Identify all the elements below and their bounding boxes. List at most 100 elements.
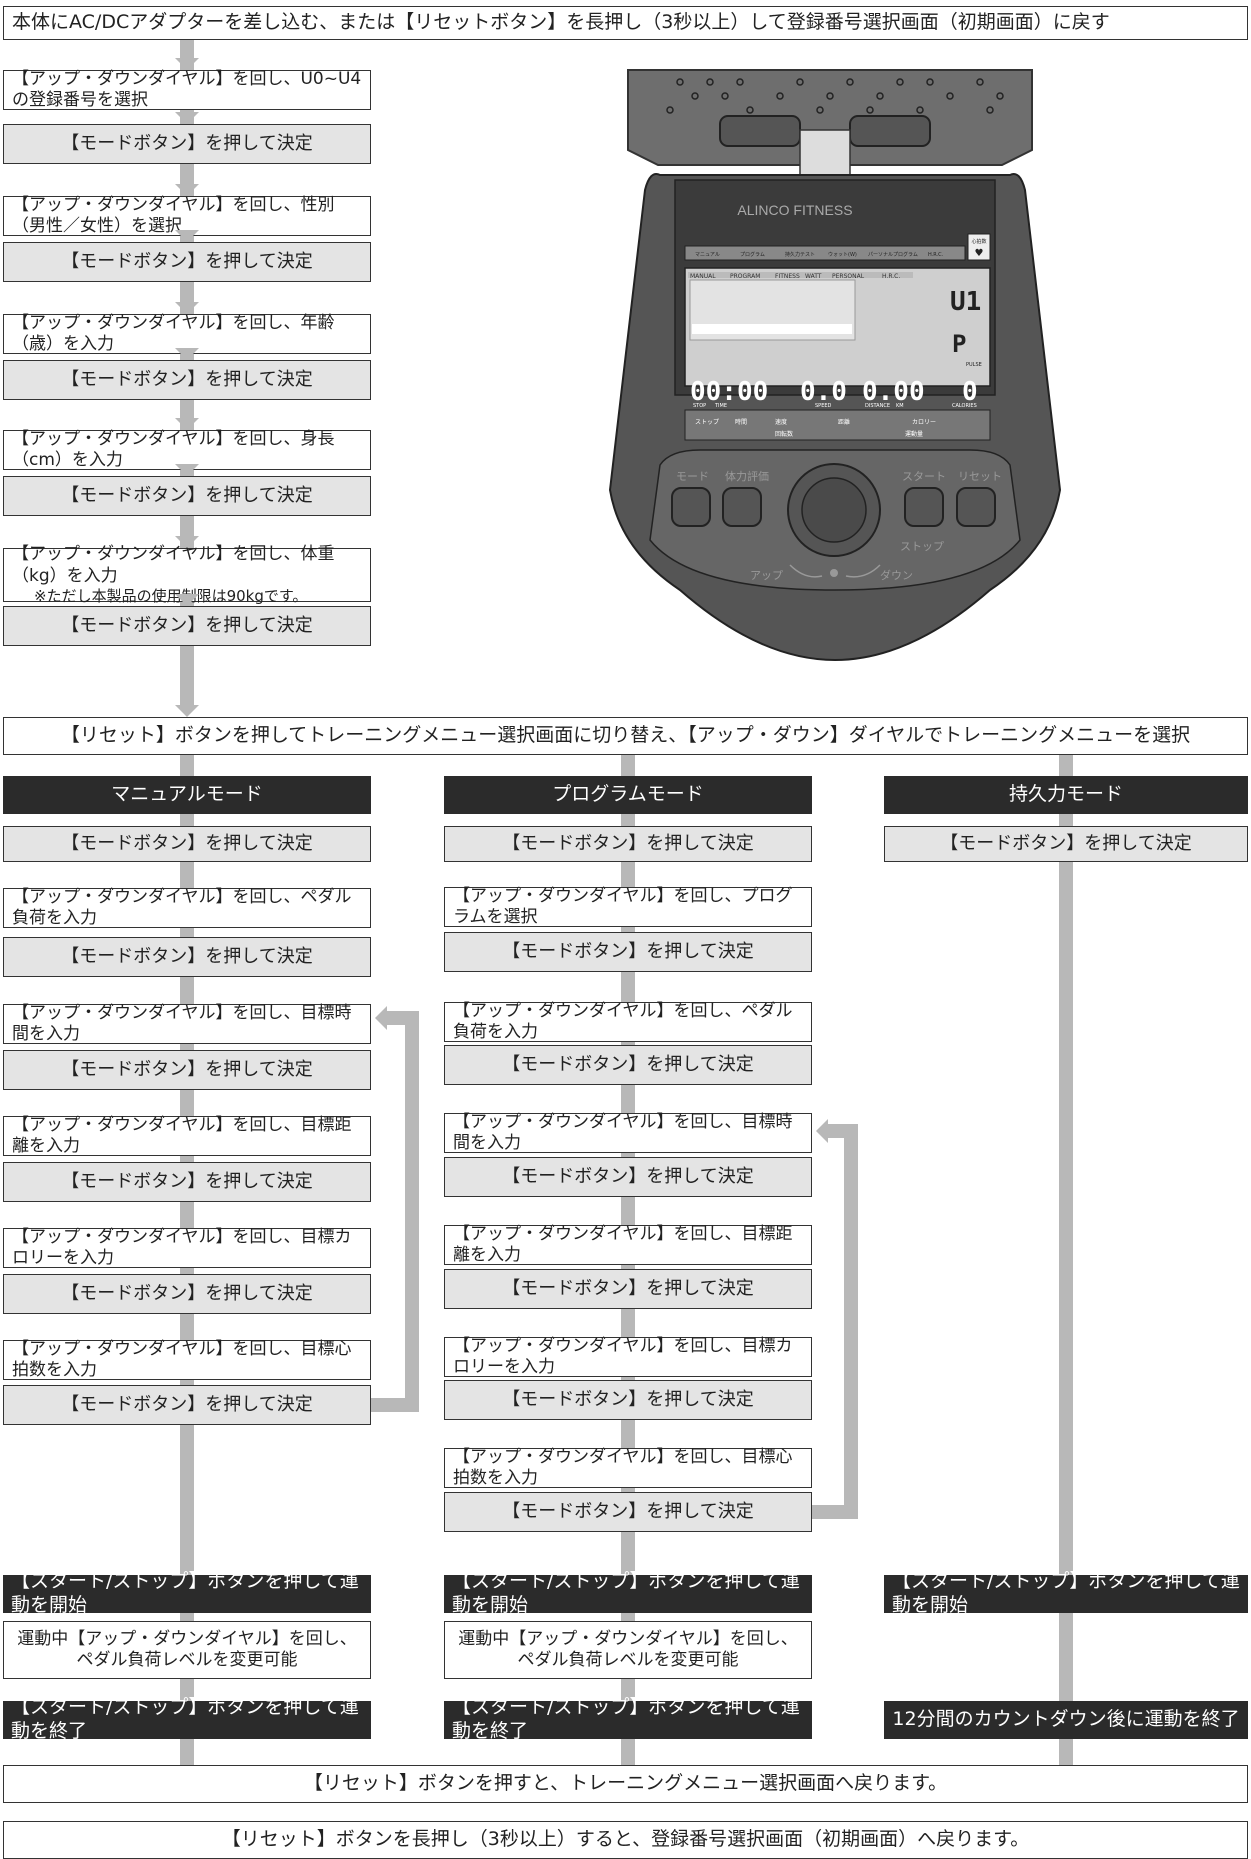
lcd-calories-display: 0 [962, 377, 978, 407]
setup-step: 【アップ・ダウンダイヤル】を回し、体重（kg）を入力 ※ただし本製品の使用制限は… [3, 544, 371, 605]
end-text: 【スタート/ストップ】ボタンを押して運動を終了 [11, 1696, 359, 1742]
setup-step: 【モードボタン】を押して決定 [3, 476, 371, 516]
lcd-mode-header: PERSONAL [832, 273, 865, 280]
mode-step-text: 【アップ・ダウンダイヤル】を回し、目標心拍数を入力 [12, 1338, 352, 1380]
arrow-head [175, 58, 199, 70]
mode-step: 【アップ・ダウンダイヤル】を回し、目標カロリーを入力 [444, 1336, 812, 1377]
mode-step: 【モードボタン】を押して決定 [3, 826, 371, 862]
mode-step-text: 【アップ・ダウンダイヤル】を回し、目標時間を入力 [12, 1002, 352, 1044]
loop-connector [844, 1124, 858, 1519]
setup-step: 【モードボタン】を押して決定 [3, 242, 371, 282]
heart-icon-box [967, 233, 991, 261]
mode-step: 【モードボタン】を押して決定 [3, 1162, 371, 1202]
mode-step: 【アップ・ダウンダイヤル】を回し、目標心拍数を入力 [3, 1338, 371, 1380]
end-text: 12分間のカウントダウン後に運動を終了 [892, 1708, 1240, 1731]
mode-step-text: 【モードボタン】を押して決定 [61, 1282, 313, 1304]
lcd-mode-header: FITNESS [775, 273, 800, 280]
setup-step: 【モードボタン】を押して決定 [3, 360, 371, 400]
arrow-head [175, 536, 199, 548]
mode-step-text: 【モードボタン】を押して決定 [940, 832, 1192, 854]
program-tab-label: マニュアル [695, 252, 720, 258]
arrow-head [175, 705, 199, 717]
mode-step: 【モードボタン】を押して決定 [444, 1380, 812, 1420]
menu-select-text: 【リセット】ボタンを押してトレーニングメニュー選択画面に切り替え、【アップ・ダウ… [60, 724, 1191, 747]
lcd-field-label: DISTANCE [865, 403, 890, 409]
console-illustration: ALINCO FITNESS マニュアルプログラム持久力テストウォット(W)パー… [608, 69, 1062, 662]
mode-step-text: 【モードボタン】を押して決定 [61, 945, 313, 967]
mode-step: 【アップ・ダウンダイヤル】を回し、目標カロリーを入力 [3, 1226, 371, 1268]
mode-step-text: 【アップ・ダウンダイヤル】を回し、ペダル負荷を入力 [453, 1000, 793, 1042]
mode-button[interactable] [671, 487, 711, 527]
program-tab-label: ウォット(W) [828, 251, 857, 258]
mode-step: 【モードボタン】を押して決定 [3, 937, 371, 977]
start-box: 【スタート/ストップ】ボタンを押して運動を開始 [3, 1570, 371, 1616]
setup-step-text: 【アップ・ダウンダイヤル】を回し、性別（男性／女性）を選択 [12, 194, 335, 236]
legend-label: 運動量 [905, 430, 923, 438]
lcd-field-label: TIME [714, 403, 727, 409]
lcd-time-display: 00:00 [690, 377, 768, 407]
bottom-reset-text: 【リセット】ボタンを押すと、トレーニングメニュー選択画面へ戻ります。 [303, 1772, 948, 1795]
top-instruction-box: 本体にAC/DCアダプターを差し込む、または【リセットボタン】を長押し（3秒以上… [3, 6, 1248, 40]
fitness-test-button[interactable] [722, 487, 762, 527]
setup-step-text: 【モードボタン】を押して決定 [61, 132, 313, 154]
mode-step-text: 【モードボタン】を押して決定 [61, 1170, 313, 1192]
mode-step-text: 【アップ・ダウンダイヤル】を回し、ペダル負荷を入力 [12, 886, 352, 928]
start-text: 【スタート/ストップ】ボタンを押して運動を開始 [892, 1570, 1240, 1616]
during-box: 運動中【アップ・ダウンダイヤル】を回し、ペダル負荷レベルを変更可能 [3, 1621, 371, 1679]
column-connector [1059, 755, 1073, 1765]
lcd-pulse-display: P [952, 330, 966, 358]
setup-step: 【モードボタン】を押して決定 [3, 606, 371, 646]
mode-step-text: 【モードボタン】を押して決定 [502, 1165, 754, 1187]
mode-step: 【アップ・ダウンダイヤル】を回し、目標時間を入力 [3, 1002, 371, 1044]
lcd-header-bar [688, 272, 913, 278]
mode-step: 【モードボタン】を押して決定 [444, 1492, 812, 1532]
end-text: 【スタート/ストップ】ボタンを押して運動を終了 [452, 1696, 800, 1742]
mode-step: 【アップ・ダウンダイヤル】を回し、ペダル負荷を入力 [3, 886, 371, 928]
end-box: 【スタート/ストップ】ボタンを押して運動を終了 [444, 1696, 812, 1742]
program-tab-label: プログラム [740, 251, 765, 258]
mode-step: 【アップ・ダウンダイヤル】を回し、目標心拍数を入力 [444, 1447, 812, 1488]
bottom-long-reset-box: 【リセット】ボタンを長押し（3秒以上）すると、登録番号選択画面（初期画面）へ戻り… [3, 1821, 1248, 1859]
lcd-mode-header: MANUAL [690, 273, 716, 280]
setup-step-text: 【モードボタン】を押して決定 [61, 250, 313, 272]
mode-step: 【アップ・ダウンダイヤル】を回し、ペダル負荷を入力 [444, 1000, 812, 1042]
end-box: 12分間のカウントダウン後に運動を終了 [884, 1701, 1248, 1739]
setup-step-text: 【アップ・ダウンダイヤル】を回し、U0~U4の登録番号を選択 [12, 68, 362, 110]
heart-label: 心拍数 [971, 238, 986, 245]
setup-step: 【モードボタン】を押して決定 [3, 124, 371, 164]
mode-header-text: 持久力モード [1008, 783, 1123, 806]
bottom-long-reset-text: 【リセット】ボタンを長押し（3秒以上）すると、登録番号選択画面（初期画面）へ戻り… [221, 1828, 1030, 1851]
mode-step-text: 【アップ・ダウンダイヤル】を回し、目標時間を入力 [453, 1111, 793, 1153]
lcd-user-display: U1 [950, 287, 981, 317]
legend-label: 回転数 [775, 430, 793, 438]
mode-step-text: 【アップ・ダウンダイヤル】を回し、目標距離を入力 [12, 1114, 352, 1156]
mode-step-text: 【モードボタン】を押して決定 [502, 1277, 754, 1299]
during-text-line2: ペダル負荷レベルを変更可能 [517, 1650, 739, 1670]
top-instruction-text: 本体にAC/DCアダプターを差し込む、または【リセットボタン】を長押し（3秒以上… [12, 11, 1110, 34]
mode-step: 【モードボタン】を押して決定 [444, 826, 812, 862]
mode-step-text: 【アップ・ダウンダイヤル】を回し、目標カロリーを入力 [12, 1226, 352, 1268]
bottom-reset-box: 【リセット】ボタンを押すと、トレーニングメニュー選択画面へ戻ります。 [3, 1765, 1248, 1803]
during-text-line1: 運動中【アップ・ダウンダイヤル】を回し、 [458, 1628, 798, 1649]
control-button-label: 体力評価 [725, 469, 769, 483]
dial-center [801, 477, 867, 543]
mode-step: 【モードボタン】を押して決定 [884, 826, 1248, 862]
setup-step-note: ※ただし本製品の使用制限は90kgです。 [34, 586, 308, 605]
mode-step: 【モードボタン】を押して決定 [3, 1274, 371, 1314]
legend-label: ストップ [695, 419, 719, 426]
mode-step: 【モードボタン】を押して決定 [444, 932, 812, 972]
arrow-head [175, 464, 199, 476]
reset-button[interactable] [956, 487, 996, 527]
lcd-mode-header: H.R.C. [882, 273, 900, 280]
arrow-head [175, 594, 199, 606]
mode-step-text: 【モードボタン】を押して決定 [61, 1058, 313, 1080]
during-text-line2: ペダル負荷レベルを変更可能 [76, 1650, 298, 1670]
mode-step: 【アップ・ダウンダイヤル】を回し、プログラムを選択 [444, 886, 812, 927]
start-stop-button[interactable] [904, 487, 944, 527]
lcd-field-label: CALORIES [952, 403, 977, 409]
control-button-label: モード [676, 470, 709, 483]
right-handle-grip [849, 115, 931, 147]
lcd-graph-bar [692, 324, 852, 334]
mode-step: 【モードボタン】を押して決定 [444, 1157, 812, 1197]
